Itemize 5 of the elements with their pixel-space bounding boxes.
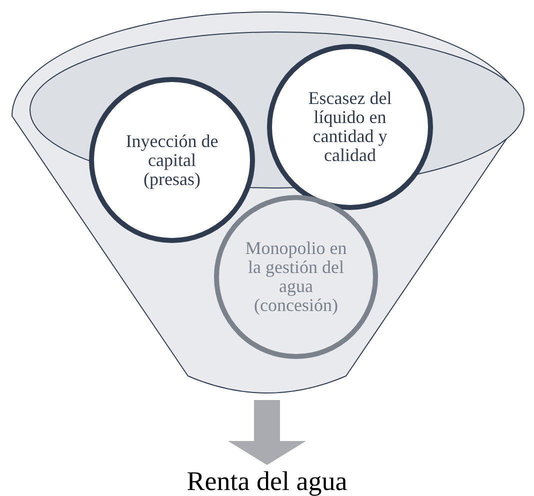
result-label: Renta del agua [117,466,417,496]
circle-label: Escasez del líquido en cantidad y calidad [307,89,393,165]
block-arrow [228,400,306,465]
circle-label: Inyección de capital (presas) [124,132,220,188]
circle-label: Monopolio en la gestión del agua (concesión) [244,239,348,315]
